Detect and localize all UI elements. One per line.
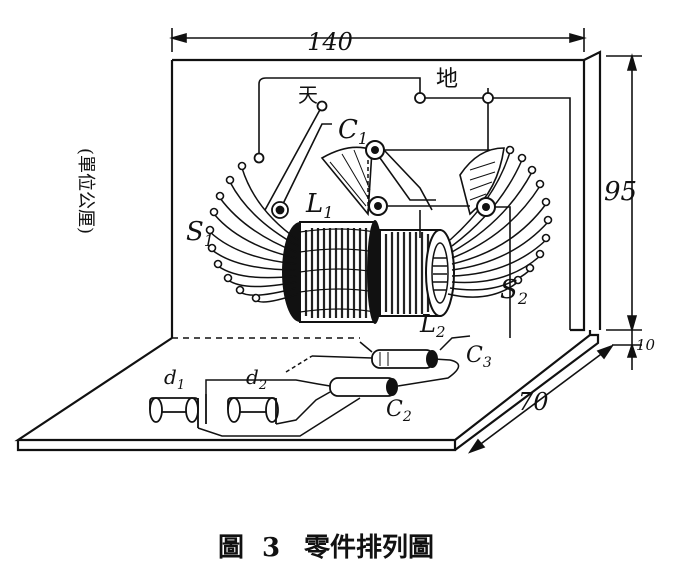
- wiring-top: [258, 77, 571, 338]
- figure-caption: 圖 3 零件排列圖: [218, 533, 434, 563]
- detector-d1: [149, 394, 207, 428]
- coil-L1: [282, 221, 376, 323]
- text-labels: 140 95 70 10 天 地 C1 L1 L2 S1 S2 C3 C2 d1: [75, 28, 656, 425]
- tap-fan-S1: [209, 167, 299, 303]
- tap-terminals-S1: [205, 161, 261, 303]
- ground-label: 地: [436, 67, 458, 92]
- label-L1: L1: [305, 189, 333, 222]
- base-board: [14, 330, 600, 452]
- variable-capacitor-C1: [320, 140, 505, 217]
- label-d1: d1: [164, 365, 185, 393]
- coil-L2: [379, 229, 455, 317]
- capacitor-C2: [329, 377, 398, 397]
- base-thickness-label: 10: [636, 336, 656, 354]
- label-d2: d2: [246, 365, 267, 393]
- caption-title: 零件排列圖: [304, 533, 434, 563]
- base-wiring: [197, 335, 471, 437]
- dimension-lines: [169, 28, 642, 454]
- depth-dimension-label: 70: [518, 388, 549, 416]
- caption-fig-number: 3: [262, 533, 280, 563]
- width-dimension-label: 140: [307, 28, 353, 56]
- label-S1: S1: [186, 217, 214, 250]
- antenna-label: 天: [298, 83, 318, 107]
- height-dimension-label: 95: [604, 177, 637, 207]
- caption-fig-word: 圖: [218, 533, 244, 563]
- detector-d2: [227, 397, 279, 424]
- base-components: [149, 335, 471, 437]
- vertical-panel: [170, 50, 602, 338]
- label-L2: L2: [419, 310, 445, 341]
- tap-terminals-S2: [505, 145, 553, 285]
- wiring-terminals: [253, 92, 494, 219]
- coil-assembly: [282, 220, 455, 324]
- label-C1: C1: [338, 115, 368, 148]
- label-C2: C2: [386, 397, 412, 425]
- label-S2: S2: [500, 275, 528, 308]
- unit-note: (單位公厘): [75, 148, 96, 234]
- label-C3: C3: [466, 343, 492, 371]
- capacitor-C3: [371, 349, 438, 369]
